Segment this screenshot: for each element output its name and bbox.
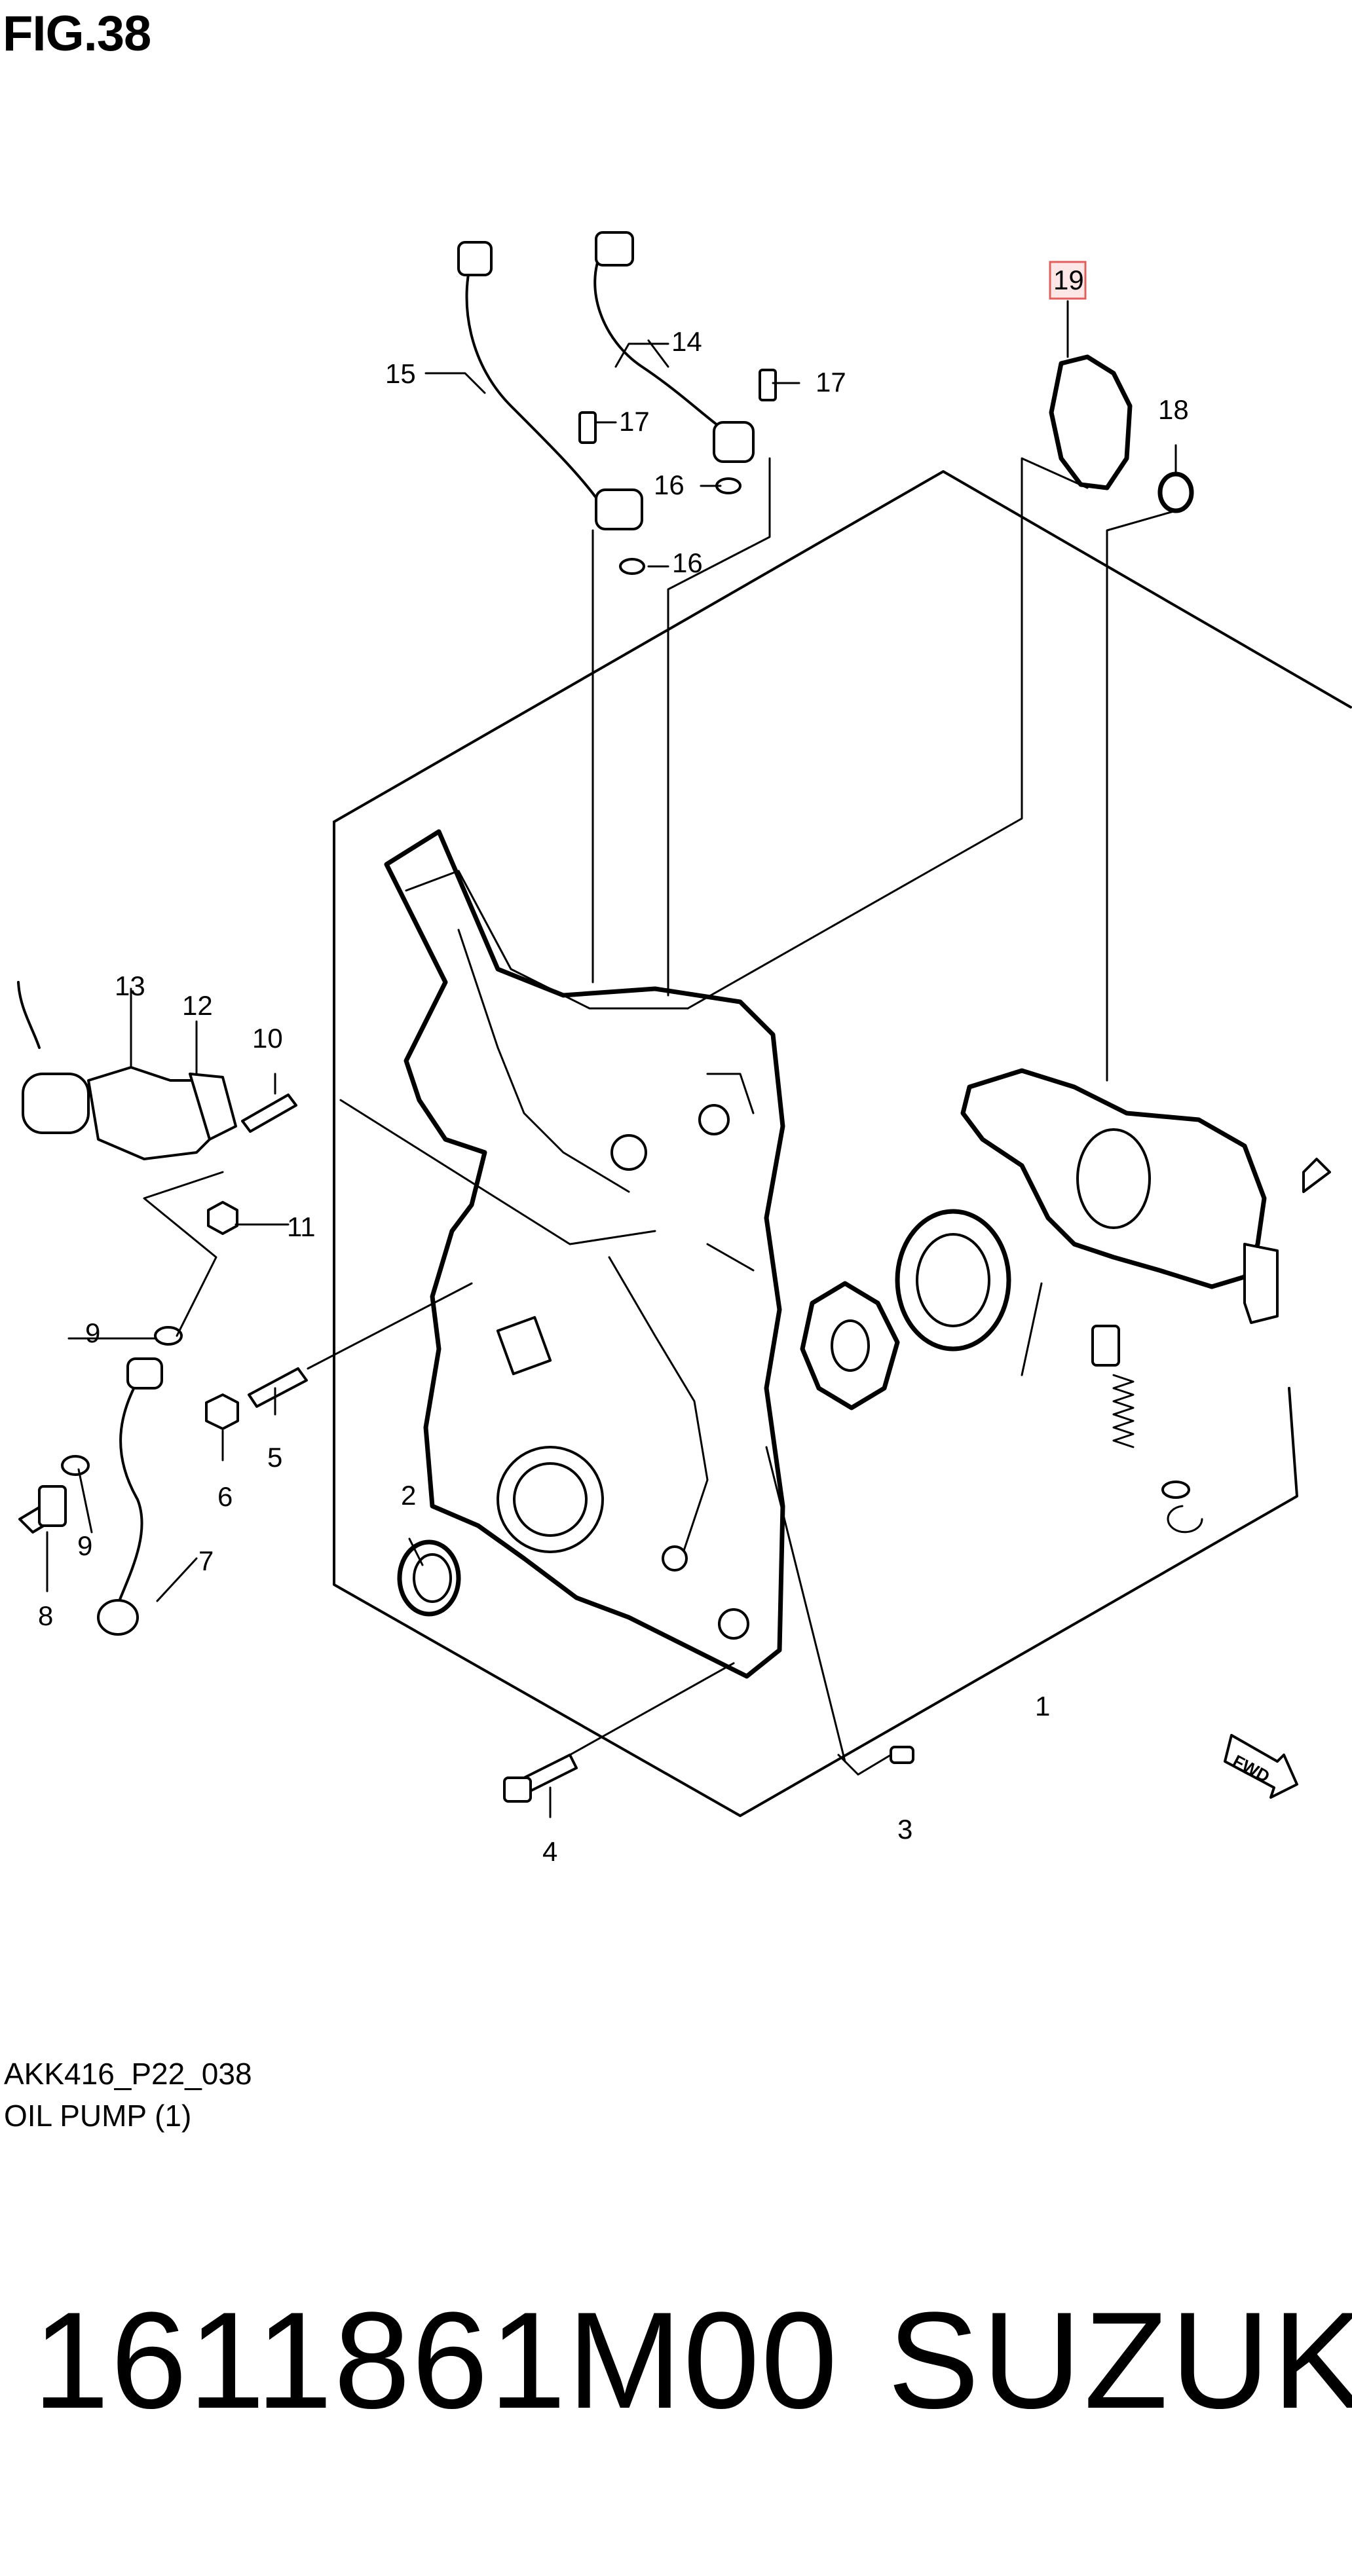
callout-18: 18 — [1158, 394, 1189, 425]
o-ring-18 — [1157, 471, 1194, 513]
diagram-panel: FIG.38 — [3, 6, 1352, 2133]
callout-14: 14 — [671, 326, 702, 357]
fwd-arrow-icon: FWD — [1224, 1734, 1298, 1799]
callout-3: 3 — [897, 1814, 912, 1845]
callout-8: 8 — [38, 1600, 53, 1631]
assembly-frame-outline — [333, 470, 1352, 1817]
timing-cover-part — [384, 829, 785, 1679]
callout-15: 15 — [385, 358, 416, 389]
callout-1: 1 — [1035, 1691, 1050, 1721]
callout-5: 5 — [267, 1442, 282, 1473]
oil-pump-housing — [960, 1068, 1331, 1324]
bolt-8 — [18, 1485, 67, 1534]
callout-19: 19 — [1053, 265, 1084, 295]
diagram-code: AKK416_P22_038 — [4, 2057, 252, 2091]
callout-17-right: 17 — [816, 367, 846, 397]
oil-pipe-7 — [97, 1357, 163, 1636]
bolt-17-b — [759, 369, 777, 401]
bolt-4 — [503, 1754, 578, 1803]
callout-19-highlight-box — [1049, 261, 1087, 300]
callout-2: 2 — [401, 1480, 416, 1511]
callout-10: 10 — [252, 1023, 283, 1054]
callout-16-lower: 16 — [672, 547, 703, 578]
exploded-parts-diagram: FWD — [17, 231, 1352, 1867]
callout-16-upper: 16 — [654, 469, 685, 500]
brand-name: SUZUKI — [888, 2283, 1352, 2437]
callout-7: 7 — [198, 1545, 214, 1576]
nut-11 — [207, 1201, 238, 1235]
leader-lines — [46, 300, 1177, 1818]
dowel-pin-3 — [890, 1746, 914, 1764]
callout-17-left: 17 — [619, 406, 650, 437]
callout-9-lower: 9 — [77, 1530, 92, 1561]
callout-9-upper: 9 — [85, 1317, 100, 1348]
callout-4: 4 — [542, 1836, 557, 1867]
callout-labels: 1 2 3 4 5 6 7 8 9 9 10 11 12 13 14 15 16… — [38, 261, 1189, 1867]
diagram-caption: OIL PUMP (1) — [4, 2099, 192, 2133]
callout-12: 12 — [182, 990, 213, 1021]
oil-control-valve — [17, 981, 237, 1160]
inner-rotor-part — [800, 1281, 900, 1410]
bolt-17-a — [578, 411, 597, 444]
callout-11: 11 — [287, 1211, 316, 1242]
gasket-19 — [1049, 354, 1133, 490]
callout-6: 6 — [217, 1481, 233, 1512]
stud-5 — [248, 1367, 308, 1408]
figure-title: FIG.38 — [3, 6, 151, 62]
oil-seal-2 — [397, 1539, 461, 1617]
callout-13: 13 — [115, 970, 145, 1001]
outer-rotor-part — [895, 1209, 1011, 1352]
o-ring-16-b — [619, 558, 645, 575]
washer-9-b — [61, 1455, 90, 1476]
stud-10 — [241, 1094, 297, 1133]
part-number: 1611861M00 — [33, 2283, 839, 2437]
washer-9-a — [154, 1326, 183, 1346]
nut-6 — [205, 1393, 239, 1430]
relief-valve-parts — [1091, 1325, 1203, 1534]
oil-pipe-14 — [593, 231, 755, 463]
oil-pipe-15 — [457, 241, 643, 530]
